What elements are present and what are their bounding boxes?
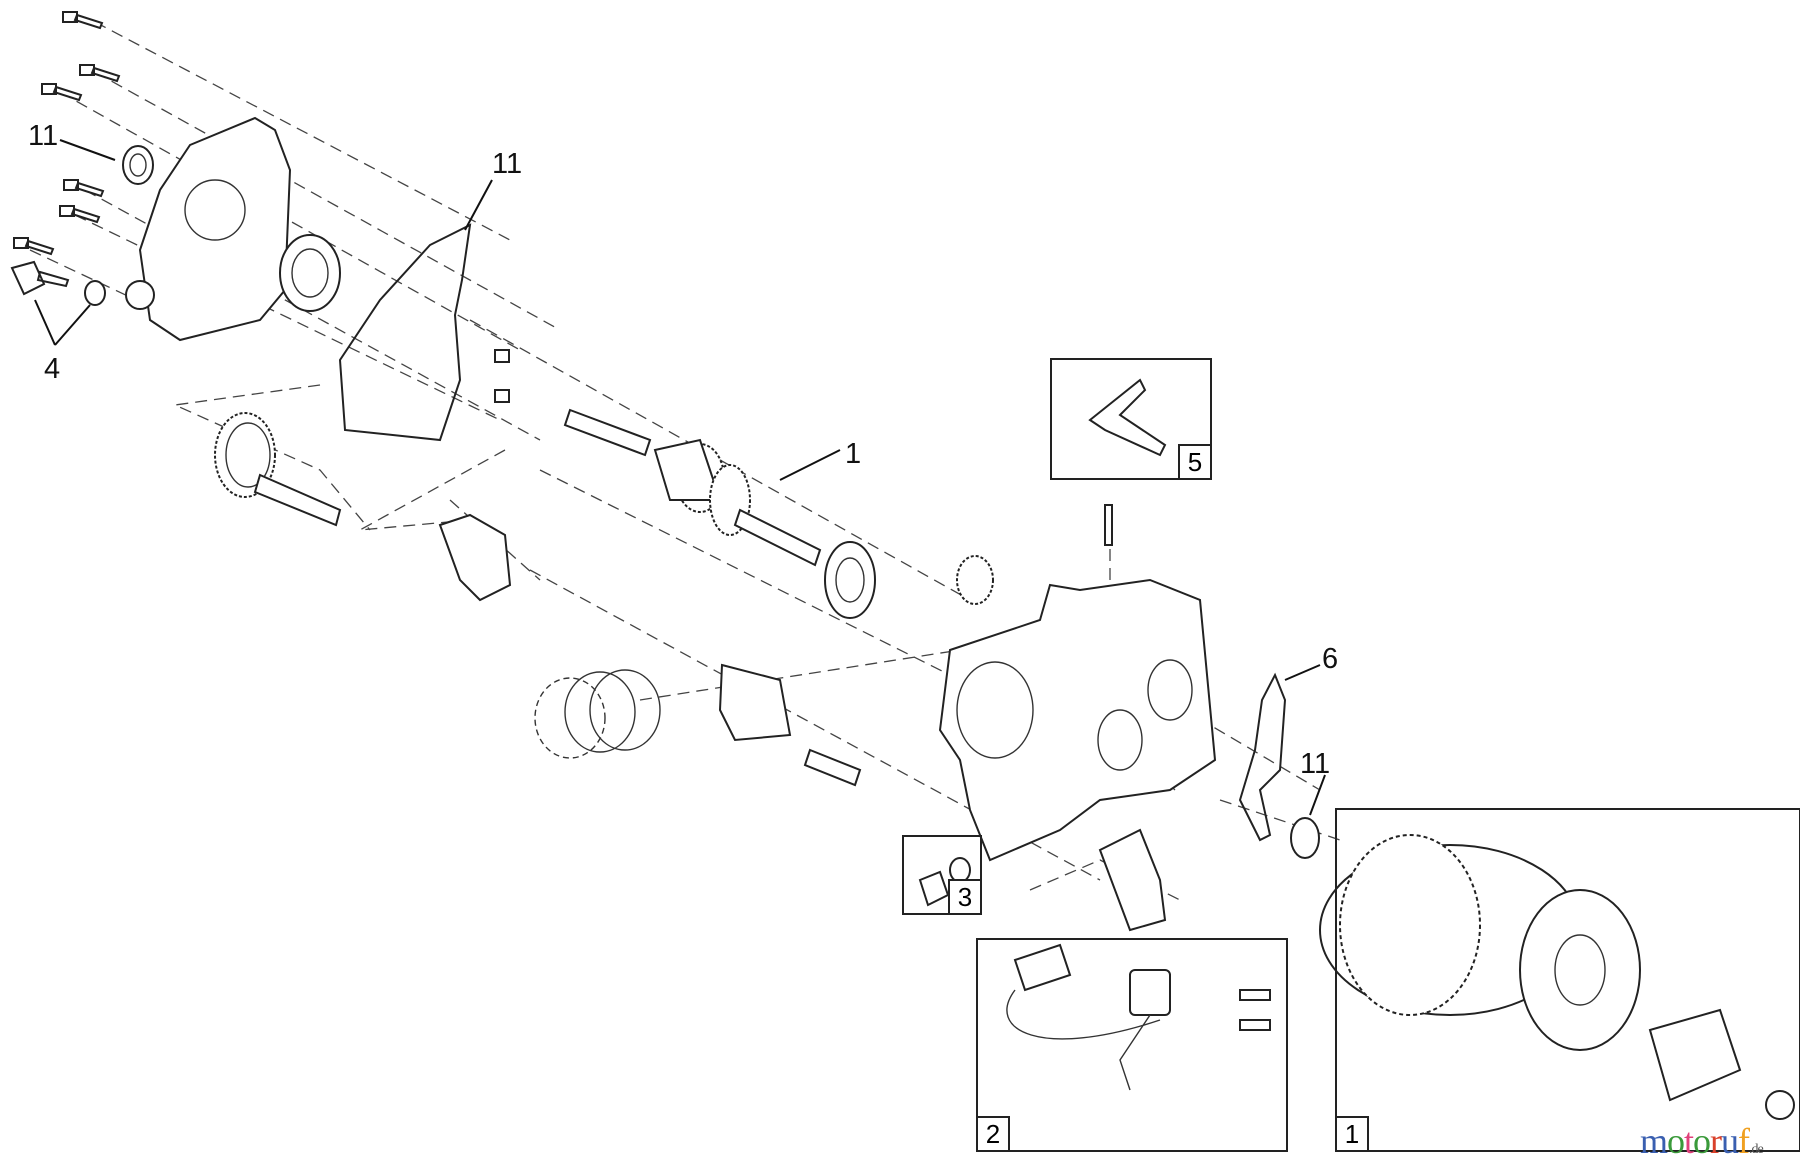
leader-lines <box>34 139 1326 816</box>
ignition-kit-panel: 2 <box>976 938 1288 1152</box>
callout-gasket: 11 <box>492 148 523 180</box>
governor-kit-panel: 5 <box>1050 358 1212 480</box>
drain-bolt-kit-panel: 3 <box>902 835 982 915</box>
watermark-letter: u <box>1721 1121 1739 1154</box>
watermark-letter: m <box>1640 1121 1668 1154</box>
engine-block <box>938 555 1217 862</box>
ignition-coil-parts <box>1006 943 1271 1091</box>
crankshaft <box>563 408 822 567</box>
bolts <box>13 11 121 256</box>
callout-plate: 6 <box>1322 643 1339 675</box>
kit-number-ignition: 2 <box>978 1116 1010 1150</box>
flywheel-parts <box>1319 834 1795 1120</box>
watermark-letter: t <box>1684 1121 1694 1154</box>
oil-seal-left <box>122 145 154 185</box>
callout-seal-right: 11 <box>1300 748 1331 780</box>
connecting-rod <box>438 513 512 602</box>
flywheel-kit-panel: 1 <box>1335 808 1800 1152</box>
plate <box>1238 672 1287 842</box>
callout-crank-key: 1 <box>845 438 862 470</box>
camshaft <box>214 412 342 527</box>
watermark-letter: f <box>1738 1121 1750 1154</box>
drain-plug <box>10 260 70 296</box>
callout-seal-left: 11 <box>28 120 59 152</box>
watermark-letter: r <box>1710 1121 1722 1154</box>
watermark-letter: o <box>1667 1121 1685 1154</box>
piston-assembly <box>534 663 862 787</box>
kit-number-drain-bolt: 3 <box>948 879 980 913</box>
kit-number-flywheel: 1 <box>1337 1116 1369 1150</box>
governor-arm <box>1088 378 1167 457</box>
bearing-left <box>279 234 341 312</box>
crank-bearing <box>824 541 876 619</box>
kit-number-governor: 5 <box>1178 444 1210 478</box>
watermark-suffix: .de <box>1749 1142 1764 1154</box>
gasket <box>338 223 472 442</box>
crankcase-cover <box>138 116 292 342</box>
oil-seal-right <box>1290 817 1320 859</box>
watermark-letter: o <box>1693 1121 1711 1154</box>
watermark-logo: motoruf.de <box>1640 1120 1764 1154</box>
callout-drain-plug: 4 <box>44 353 61 385</box>
